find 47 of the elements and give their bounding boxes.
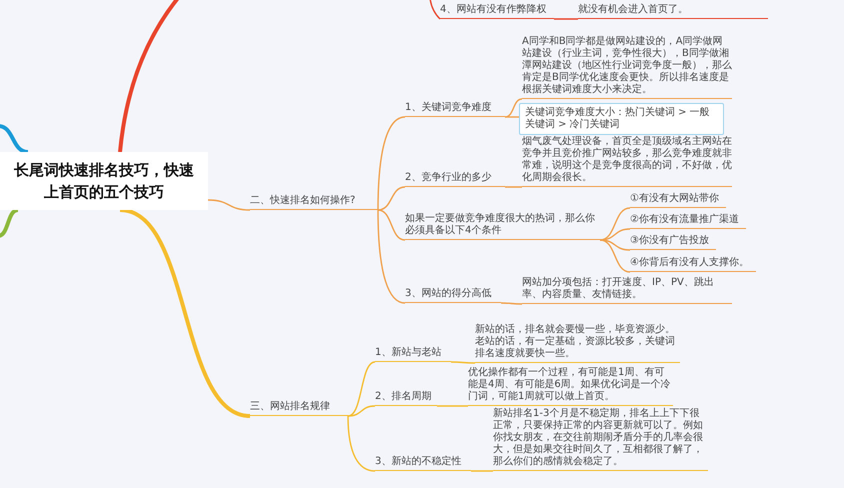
branch-topic: ④你背后有没有人支撑你。 xyxy=(630,257,756,272)
branch-line xyxy=(208,199,250,211)
branch-line xyxy=(600,228,630,241)
branch-line xyxy=(348,405,376,417)
note-topic: 优化操作都有一个过程，有可能是1周、有可能是4周、有可能是6周。如果优化词是一个冷门词，可能1周就可以做上首页。 xyxy=(468,367,673,406)
note-topic: 烟气废气处理设备，首页全是顶级域名主网站在竞争并且竞价推广网站较多，那么竞争难度就非常难，说明这个是竞争度很高的词，不好做，优化周期会很长。 xyxy=(522,136,732,187)
note-topic: 网站加分项包括：打开速度、IP、PV、跳出率、内容质量、友情链接。 xyxy=(522,277,732,304)
branch-line xyxy=(471,470,493,472)
branch-line xyxy=(378,186,406,211)
branch-line xyxy=(429,0,440,20)
branch-topic: 2、竞争行业的多少 xyxy=(405,172,505,187)
branch-line xyxy=(600,207,630,241)
branch-line xyxy=(378,209,406,241)
branch-line xyxy=(347,416,376,472)
branch-line xyxy=(120,208,250,418)
branch-line xyxy=(348,361,376,417)
branch-line xyxy=(0,208,18,238)
note-topic: 新站的话，排名就会要慢一些，毕竟资源少。老站的话，有一定基础，资源比较多，关键词排名速度就要快一些。 xyxy=(475,324,680,363)
branch-topic: 1、新站与老站 xyxy=(375,347,451,362)
branch-line xyxy=(377,116,406,210)
note-topic: 就没有机会进入首页了。 xyxy=(578,4,768,19)
branch-topic: 4、网站有没有作弊降权 xyxy=(440,4,554,19)
branch-line xyxy=(505,186,522,188)
branch-topic: ③你没有广告投放 xyxy=(630,235,716,250)
branch-topic: 如果一定要做竞争难度很大的热词，那么你必须具备以下4个条件 xyxy=(405,213,600,240)
central-topic: 长尾词快速排名技巧，快速上首页的五个技巧 xyxy=(0,152,208,210)
branch-line xyxy=(451,361,475,364)
branch-line xyxy=(0,124,28,154)
note-topic: 新站排名1-3个月是不稳定期，排名上上下下很正常，只要保持正常的内容更新就可以了。例如你找女朋友，在交往前期闹矛盾分手的几率会很大，但是如果交往时间久了，互相都很了解了，那么你们的感情就会稳定了。 xyxy=(493,408,708,471)
branch-line xyxy=(437,405,468,407)
branch-line xyxy=(554,18,578,20)
note-topic: A同学和B同学都是做网站建设的，A同学做网站建设（行业主词，竞争性很大），B同学做湘潭网站建设（地区性行业词竞争度一般），那么肯定是B同学优化速度会更快。所以排名速度是根据关键词难度大小来决定。 xyxy=(522,36,732,99)
branch-line xyxy=(118,0,180,152)
branch-topic: 1、关键词竞争难度 xyxy=(405,102,505,117)
branch-line xyxy=(505,116,519,118)
branch-topic: 二、快速排名如何操作? xyxy=(250,195,378,210)
callout-box: 关键词竞争难度大小：热门关键词 > 一般关键词 > 冷门关键词 xyxy=(519,103,724,135)
branch-topic: 三、网站排名规律 xyxy=(250,401,348,416)
branch-topic: 2、排名周期 xyxy=(375,391,437,406)
branch-line xyxy=(501,302,522,305)
branch-line xyxy=(504,98,522,118)
branch-line xyxy=(600,239,630,273)
branch-topic: ②你有没有流量推广渠道 xyxy=(630,214,746,229)
branch-topic: 3、网站的得分高低 xyxy=(405,288,501,303)
branch-topic: ①有没有大网站带你 xyxy=(630,193,726,208)
branch-line xyxy=(377,210,406,304)
branch-topic: 3、新站的不稳定性 xyxy=(375,456,471,471)
